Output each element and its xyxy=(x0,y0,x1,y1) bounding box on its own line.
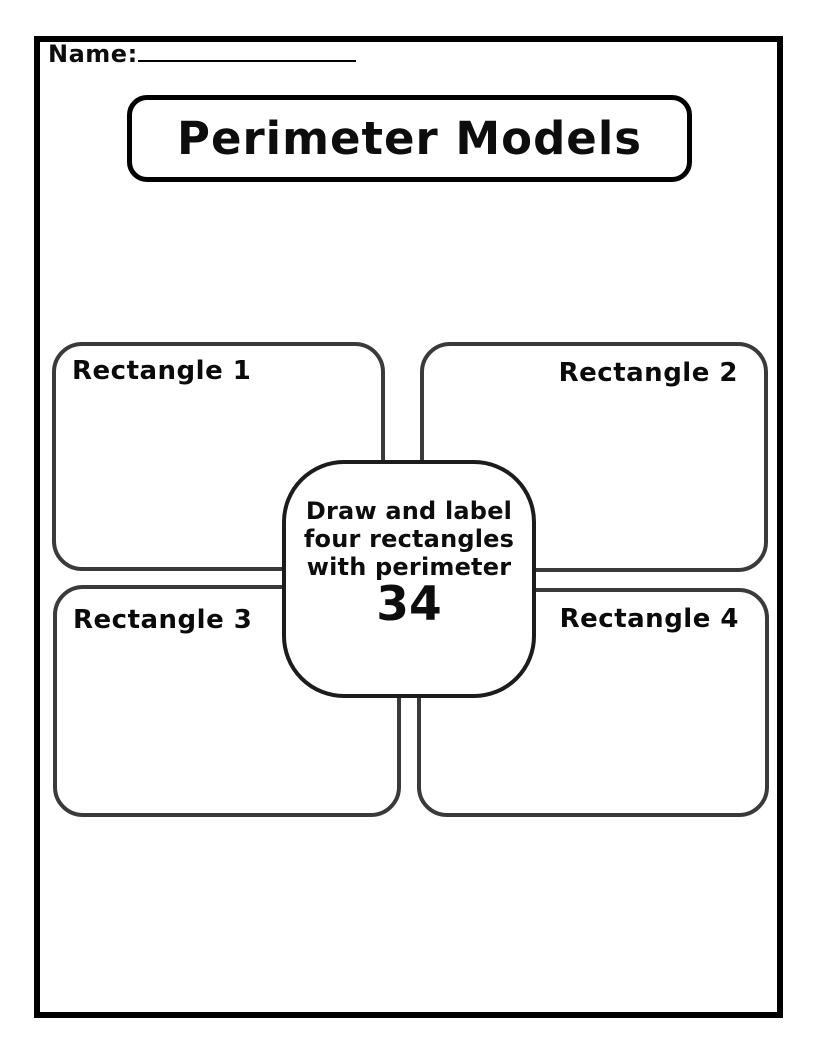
perimeter-value: 34 xyxy=(376,577,442,632)
rectangle-3-label: Rectangle 3 xyxy=(73,605,253,635)
rectangle-1-panel: Rectangle 1 xyxy=(52,342,385,571)
worksheet-title: Perimeter Models xyxy=(176,112,643,165)
name-input-line[interactable] xyxy=(137,40,356,62)
worksheet-title-box: Perimeter Models xyxy=(127,95,692,182)
rectangle-1-label: Rectangle 1 xyxy=(72,356,252,386)
instructions-line-1: Draw and label xyxy=(305,497,513,525)
name-row: Name: xyxy=(48,40,356,68)
instructions-line-3: with perimeter xyxy=(306,553,512,581)
rectangle-4-label: Rectangle 4 xyxy=(559,604,739,634)
instructions-box: Draw and label four rectangles with peri… xyxy=(282,460,536,698)
name-label: Name: xyxy=(48,40,138,68)
rectangle-2-label: Rectangle 2 xyxy=(558,358,738,388)
instructions-line-2: four rectangles xyxy=(303,525,515,553)
